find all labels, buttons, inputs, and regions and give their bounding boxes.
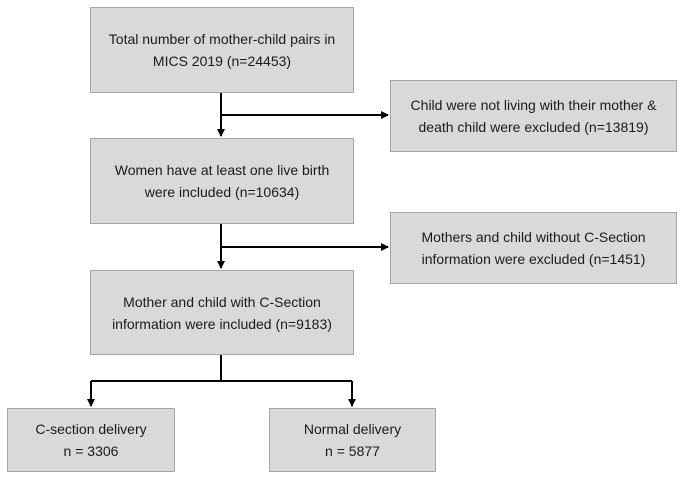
box-excluded-no-csection-info: Mothers and child without C-Section info… [390, 212, 677, 284]
box-included-live-birth: Women have at least one live birth were … [90, 138, 354, 224]
box-included-live-birth-line1: Women have at least one live birth [114, 162, 330, 178]
box-csection-delivery-line2: n = 3306 [63, 443, 119, 459]
box-excluded-not-living: Child were not living with their mother … [390, 80, 677, 152]
box-included-csection-info: Mother and child with C-Section informat… [90, 270, 354, 355]
box-included-csection-info-line1: Mother and child with C-Section [123, 293, 321, 310]
box-csection-delivery-line1: C-section delivery [35, 421, 147, 437]
box-included-live-birth-line2: were included (n=10634) [144, 184, 300, 200]
box-excluded-not-living-line1: Child were not living with their mother … [410, 97, 657, 113]
box-total-pairs-line1: Total number of mother-child pairs in [108, 31, 336, 47]
box-excluded-no-csection-info-line2: information were excluded (n=1451) [421, 251, 646, 267]
box-normal-delivery: Normal delivery n = 5877 [269, 408, 436, 472]
box-excluded-no-csection-info-line1: Mothers and child without C-Section [421, 229, 646, 245]
box-total-pairs-line2: MICS 2019 (n=24453) [152, 53, 292, 69]
box-normal-delivery-line2: n = 5877 [325, 443, 380, 459]
box-csection-delivery: C-section delivery n = 3306 [7, 408, 175, 472]
box-included-csection-info-line2: information were included (n=9183) [112, 315, 332, 332]
box-excluded-not-living-line2: death child were excluded (n=13819) [418, 119, 649, 135]
box-normal-delivery-line1: Normal delivery [303, 421, 402, 437]
box-total-pairs: Total number of mother-child pairs in MI… [90, 7, 354, 93]
